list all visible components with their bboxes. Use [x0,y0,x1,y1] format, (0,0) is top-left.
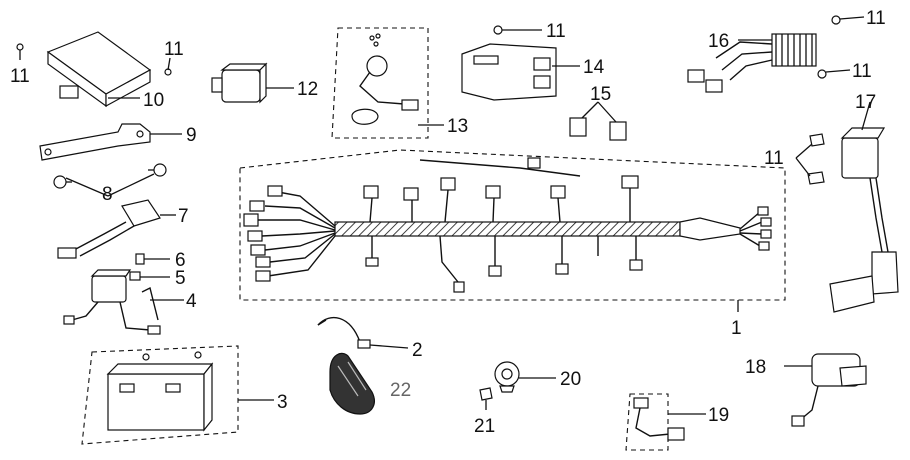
callout-19: 19 [708,405,729,426]
horn [494,361,520,393]
starter-relay [63,269,161,335]
sensor-connector [57,199,161,259]
callout-12: 12 [297,79,318,100]
cdi-module [46,31,152,108]
mounting-bolts [53,163,167,189]
regulator-rectifier [687,33,817,93]
key-fob [329,352,375,415]
screw-left-top [16,43,24,60]
battery-assembly [81,345,239,445]
callout-13: 13 [447,116,468,137]
ecu-unit [461,43,557,101]
screw-regulator-bottom [817,69,827,79]
callout-15: 15 [590,84,611,105]
horn-bolt [479,387,493,401]
fuse [135,253,145,265]
callout-14: 14 [583,57,605,78]
callout-20: 20 [560,369,581,390]
callout-6: 6 [175,250,186,271]
main-wire-harness [239,149,786,301]
fuse-holder [129,271,141,281]
callout-11-left: 11 [10,66,30,87]
mounting-bracket [39,123,151,161]
callout-17: 17 [855,92,876,113]
callout-22: 22 [390,380,411,401]
relay-pair [569,117,627,141]
callout-1: 1 [731,318,742,339]
short-wire-lead [317,316,371,349]
callout-11-coil: 11 [764,148,784,169]
callout-4: 4 [186,291,197,312]
screw-ecu [493,25,503,35]
ignition-coil [829,127,899,313]
ignition-switch-assembly [331,27,429,139]
screw-regulator-top [831,15,841,25]
screws-coil [807,133,825,185]
callout-21: 21 [474,416,495,437]
callout-9: 9 [186,125,197,146]
callout-11-regulator-bottom: 11 [852,61,872,82]
flasher-relay [211,62,268,104]
callout-18: 18 [745,357,766,378]
callout-5: 5 [175,268,186,289]
handlebar-switch [791,353,867,427]
callout-16: 16 [708,31,729,52]
callout-11-regulator-top: 11 [866,8,886,29]
callout-3: 3 [277,392,288,413]
callout-2: 2 [412,340,423,361]
speed-sensor [625,393,685,451]
callout-11-bracket: 11 [164,39,184,60]
callout-11-ecu: 11 [546,21,566,42]
callout-10: 10 [143,90,164,111]
callout-7: 7 [178,206,189,227]
callout-8: 8 [102,184,113,205]
